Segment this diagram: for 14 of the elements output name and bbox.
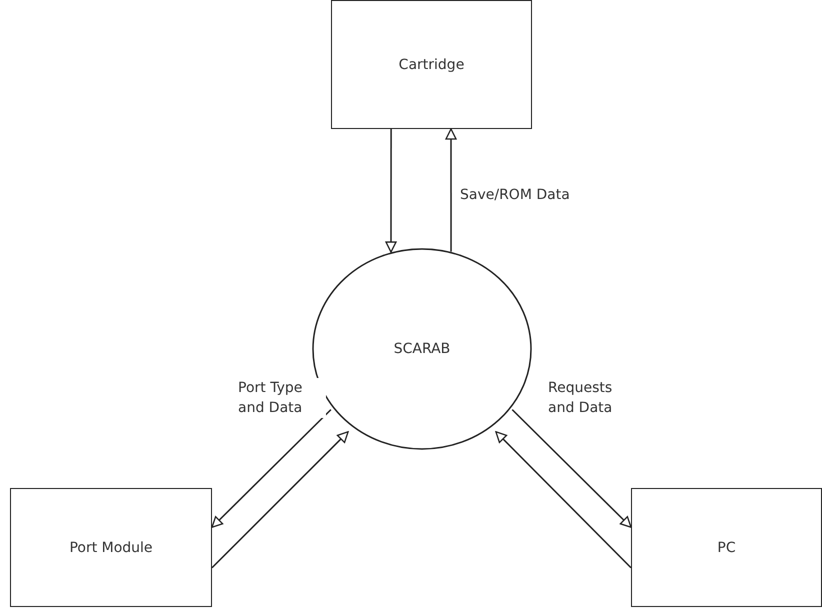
- arrow: [385, 129, 397, 253]
- node-label: Cartridge: [398, 56, 464, 72]
- node-label: PC: [717, 540, 736, 556]
- arrow: [495, 431, 632, 568]
- node-label: SCARAB: [394, 341, 450, 357]
- entity-box: [331, 0, 532, 129]
- arrow: [211, 431, 349, 568]
- entity-box: [10, 488, 212, 607]
- arrow: [512, 409, 632, 528]
- arrow: [445, 128, 457, 252]
- entity-box: [631, 488, 822, 607]
- node-label: Port Module: [69, 540, 153, 556]
- arrow: [211, 409, 332, 528]
- edge-label: Port Type and Data: [238, 378, 326, 418]
